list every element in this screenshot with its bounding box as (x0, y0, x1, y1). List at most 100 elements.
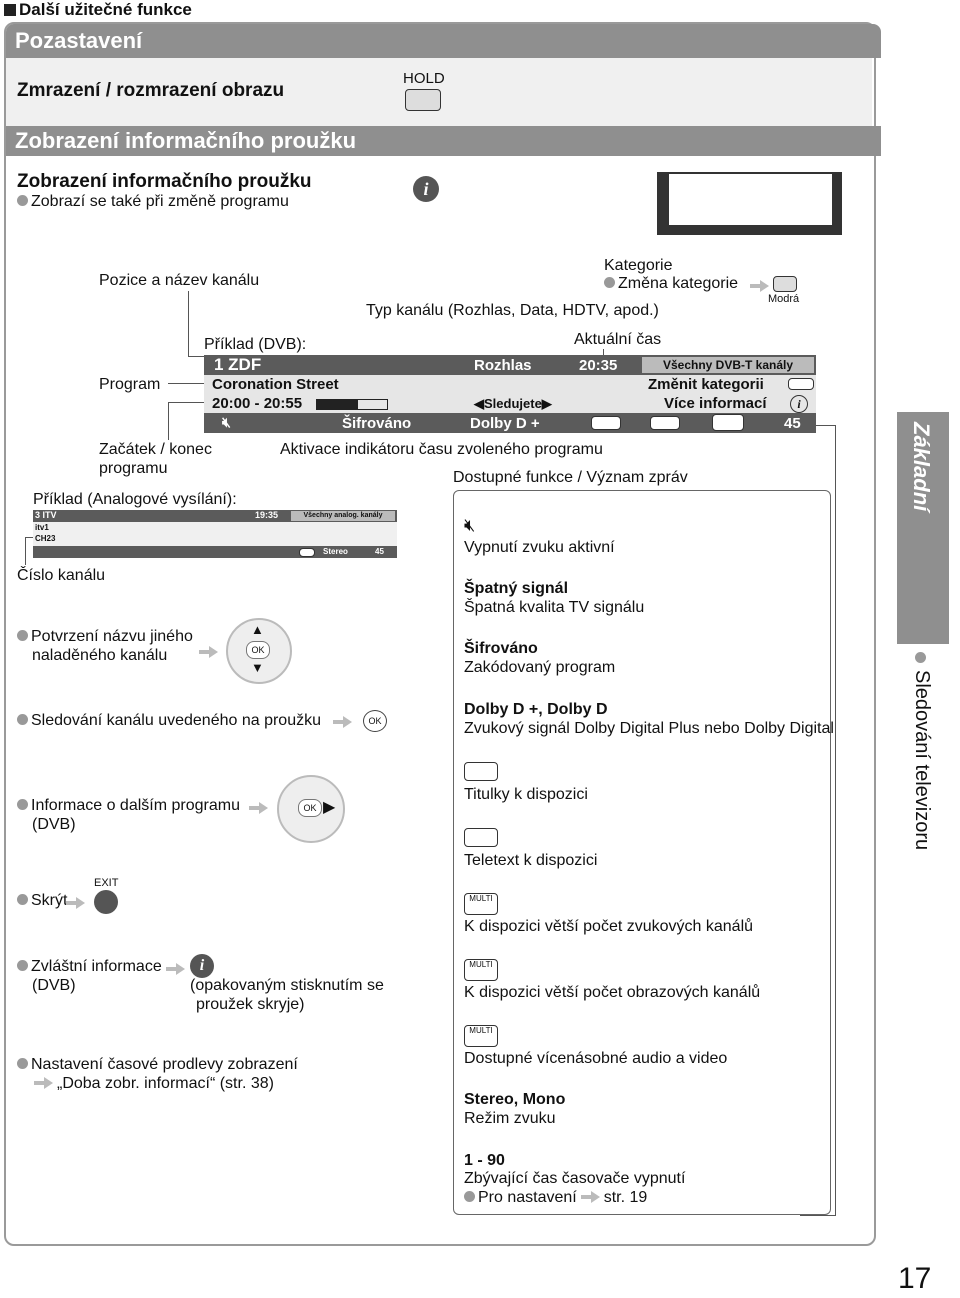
bad-signal-desc: Špatná kvalita TV signálu (464, 598, 644, 617)
delay-item-2: „Doba zobr. informací“ (str. 38) (32, 1074, 274, 1093)
tv-screen (669, 174, 832, 225)
dvb-banner-row4: 🔇︎ Šifrováno Dolby D + MULTI 45 (204, 413, 816, 433)
timer-title: 1 - 90 (464, 1151, 505, 1170)
arrow-icon (203, 644, 222, 662)
subtitles-desc: Titulky k dispozici (464, 785, 588, 804)
channel-number-label: Číslo kanálu (17, 566, 105, 585)
dvb-timer: 45 (784, 415, 801, 432)
timer-set: Pro nastavenístr. 19 (464, 1188, 647, 1207)
side-section-label: Sledování televizoru (910, 670, 933, 850)
analog-name: itv1 (35, 523, 49, 532)
analog-category: Všechny analog. kanály (291, 511, 395, 521)
progress-bar (316, 399, 388, 410)
info-icon: i (790, 395, 808, 413)
down-arrow-icon: ▼ (251, 660, 264, 675)
bullet-icon (17, 630, 28, 641)
leader-line (188, 291, 189, 357)
multi-video-icon: MULTI (464, 959, 498, 981)
program-label: Program (99, 375, 160, 394)
encrypted-desc: Zakódovaný program (464, 658, 615, 677)
arrow-icon (44, 1077, 53, 1089)
right-arrow-icon: ▶ (323, 797, 335, 817)
exit-label: EXIT (94, 877, 118, 889)
bullet-icon (17, 799, 28, 810)
hold-button[interactable] (405, 89, 441, 111)
mute-icon: 🔇︎ (464, 515, 475, 536)
teletext-desc: Teletext k dispozici (464, 851, 597, 870)
dvb-more-info: Více informací (664, 395, 767, 412)
arrow-icon (170, 961, 189, 979)
page-number: 17 (898, 1262, 931, 1296)
multi-audio-icon: MULTI (464, 893, 498, 915)
timer-indicator-label: Aktivace indikátoru času zvoleného progr… (280, 440, 603, 459)
leader-line (835, 425, 836, 1215)
analog-stereo: Stereo (323, 547, 348, 556)
dvb-banner-row1: 1 ZDF Rozhlas 20:35 Všechny DVB-T kanály (204, 355, 816, 375)
info-button[interactable]: i (190, 954, 214, 978)
leader-line (25, 537, 33, 538)
functions-label: Dostupné funkce / Význam zpráv (453, 468, 688, 487)
encrypted-title: Šifrováno (464, 639, 538, 658)
section-header: Další užitečné funkce (4, 0, 192, 20)
blue-label: Modrá (768, 293, 799, 305)
blue-button[interactable] (773, 276, 797, 292)
teletext-icon (299, 548, 315, 557)
analog-banner-row1: 3 ITV 19:35 Všechny analog. kanály (33, 510, 397, 522)
ok-button[interactable]: OK (298, 799, 322, 817)
exit-button[interactable] (94, 890, 118, 914)
dvb-banner-row3: 20:00 - 20:55 ◀Sledujete▶ Více informací… (204, 394, 816, 413)
bullet-icon (17, 960, 28, 971)
dvb-period: 20:00 - 20:55 (212, 395, 302, 412)
start-end-label-2: programu (99, 459, 167, 478)
example-analog-label: Příklad (Analogové vysílání): (33, 490, 237, 509)
infobar-subtitle: Zobrazení informačního proužku (17, 171, 312, 193)
special-item: Zvláštní informace (17, 957, 162, 976)
info-icon[interactable]: i (413, 176, 439, 202)
stereo-title: Stereo, Mono (464, 1090, 565, 1109)
multi-av-desc: Dostupné vícenásobné audio a video (464, 1049, 727, 1068)
start-end-label-1: Začátek / konec (99, 440, 212, 459)
arrow-icon (337, 714, 356, 732)
dvb-watching: ◀Sledujete▶ (474, 396, 552, 412)
analog-banner-row2: itv1 CH23 (33, 522, 397, 546)
leader-line (25, 537, 26, 565)
position-label: Pozice a název kanálu (99, 271, 259, 290)
ok-button[interactable]: OK (363, 710, 387, 732)
up-arrow-icon: ▲ (251, 622, 264, 637)
analog-time: 19:35 (255, 510, 278, 520)
dvb-dolby: Dolby D + (470, 415, 540, 432)
pause-title-bar: Pozastavení (6, 24, 881, 58)
multi-av-icon: MULTI (464, 1025, 498, 1047)
leader-line (800, 1215, 836, 1216)
dolby-desc: Zvukový signál Dolby Digital Plus nebo D… (464, 719, 834, 738)
hold-label: HOLD (403, 70, 445, 87)
delay-item: Nastavení časové prodlevy zobrazení (17, 1055, 298, 1074)
dvb-encrypted: Šifrováno (342, 415, 411, 432)
hide-item: Skrýt (17, 891, 67, 910)
bullet-icon (17, 894, 28, 905)
bad-signal-title: Špatný signál (464, 579, 568, 598)
analog-channel: 3 ITV (35, 510, 57, 520)
subtitle-icon (591, 416, 621, 430)
arrow-icon (591, 1191, 600, 1203)
leader-line (168, 402, 169, 440)
dolby-title: Dolby D +, Dolby D (464, 700, 608, 719)
category-label: Kategorie (604, 256, 673, 275)
side-tab-label: Základní (908, 422, 934, 511)
mute-icon: 🔇︎ (222, 414, 231, 431)
dvb-program: Coronation Street (212, 376, 339, 393)
mute-desc: Vypnutí zvuku aktivní (464, 538, 615, 557)
dvb-time: 20:35 (579, 357, 617, 374)
special-item-3: (opakovaným stisknutím se (190, 976, 384, 995)
bullet-icon (17, 195, 28, 206)
current-time-label: Aktuální čas (574, 330, 661, 349)
arrow-icon (70, 895, 89, 913)
bullet-icon (17, 1058, 28, 1069)
bullet-icon (915, 652, 926, 663)
arrow-icon (253, 800, 272, 818)
ok-button[interactable]: OK (246, 641, 270, 659)
analog-timer: 45 (375, 547, 384, 556)
dvb-type: Rozhlas (474, 357, 532, 374)
change-category-label: Změna kategorie (604, 274, 738, 293)
next-item-2: (DVB) (32, 815, 76, 834)
